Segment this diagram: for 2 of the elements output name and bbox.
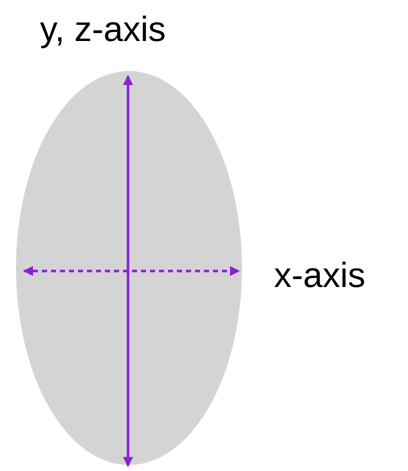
axis-label: x-axis [274, 258, 366, 293]
axis-label: y, z-axis [40, 12, 166, 47]
